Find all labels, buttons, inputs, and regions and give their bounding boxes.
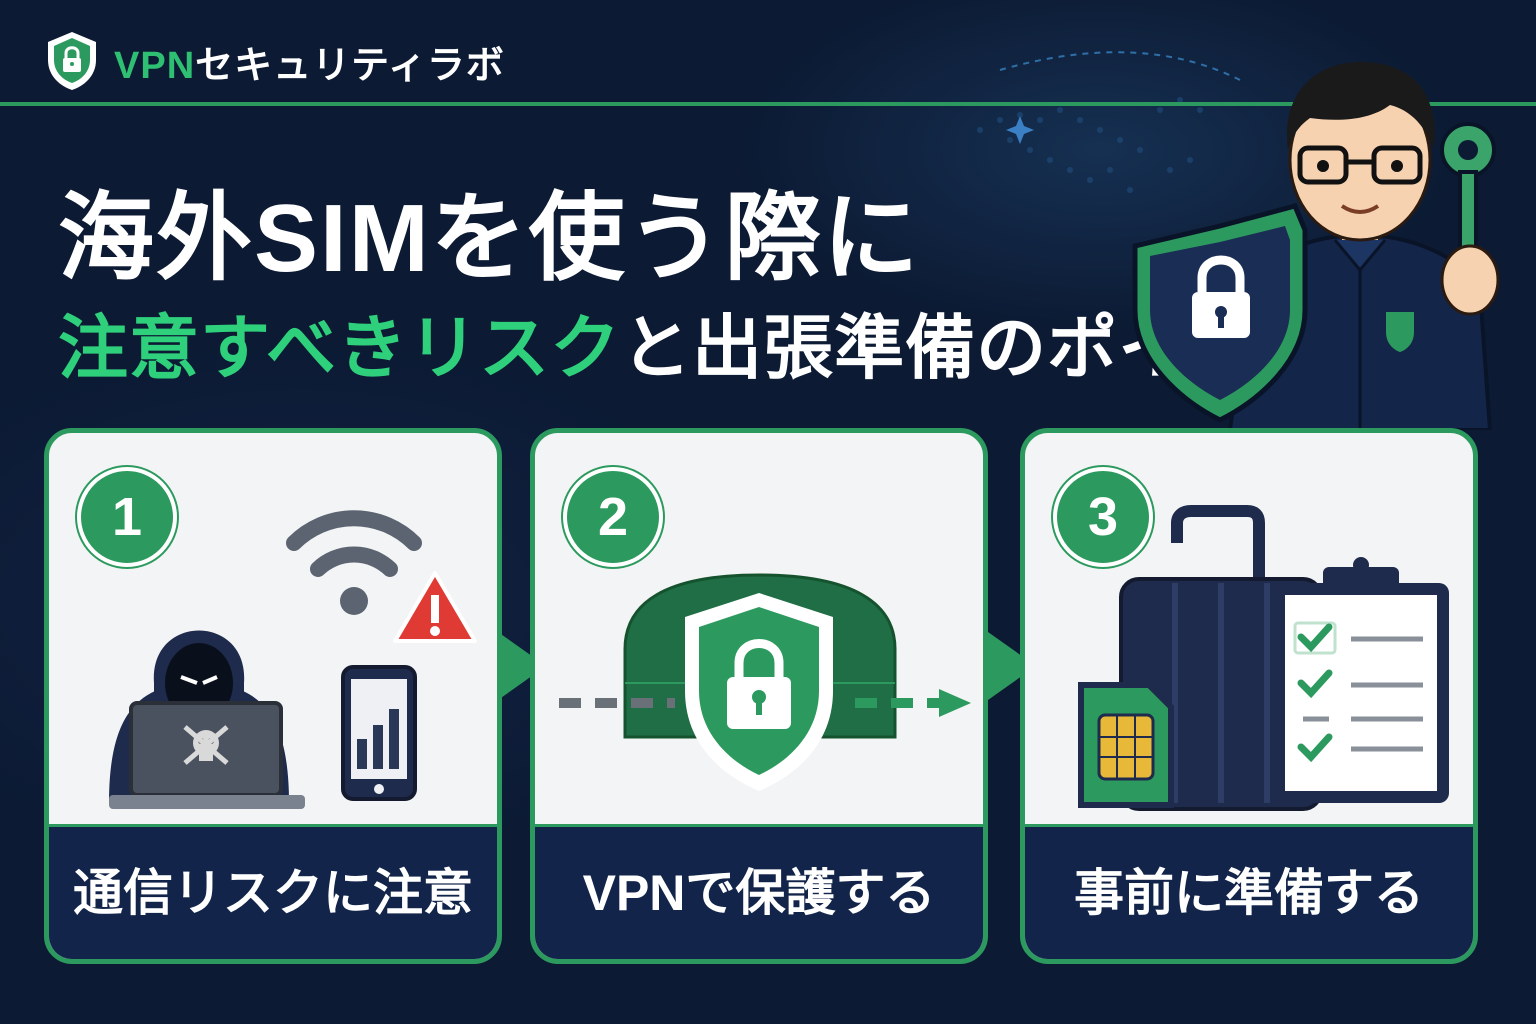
step-number: 1 [77,467,177,567]
card2-illustration [559,573,971,791]
step-card-3: 3 [1020,428,1478,964]
brand-suffix: セキュリティラボ [195,44,505,87]
shield-lock-icon [685,593,833,791]
card1-illustration [109,510,477,809]
step-card-2: 2 VPNで保護する [530,428,988,964]
page-title: 海外SIMを使う際に [58,185,921,292]
shield-lock-icon [48,32,96,90]
smartphone-icon [341,665,417,801]
header-divider [0,102,1536,106]
brand-prefix: VPN [114,44,196,87]
world-map-graphic [977,51,1241,193]
arrow-right-icon [939,689,971,717]
step-number: 3 [1053,467,1153,567]
laptop-skull-icon [109,701,305,809]
sim-card-icon [1078,682,1174,808]
mascot-character [1132,61,1500,430]
arrow-right-icon [988,632,1036,700]
step-label: VPNで保護する [535,824,983,959]
warning-icon [393,571,477,643]
wifi-icon [286,510,422,615]
checklist-clipboard-icon [1273,557,1449,803]
step-card-1: 1 [44,428,502,964]
subtitle-highlight: 注意すべきリスク [58,309,622,387]
brand-header: VPNセキュリティラボ [44,30,505,92]
step-number: 2 [563,467,663,567]
step-label: 事前に準備する [1025,824,1473,959]
step-label: 通信リスクに注意 [49,824,497,959]
brand-name: VPNセキュリティラボ [114,34,505,89]
card3-illustration [1078,505,1449,811]
arrow-right-icon [498,632,546,700]
